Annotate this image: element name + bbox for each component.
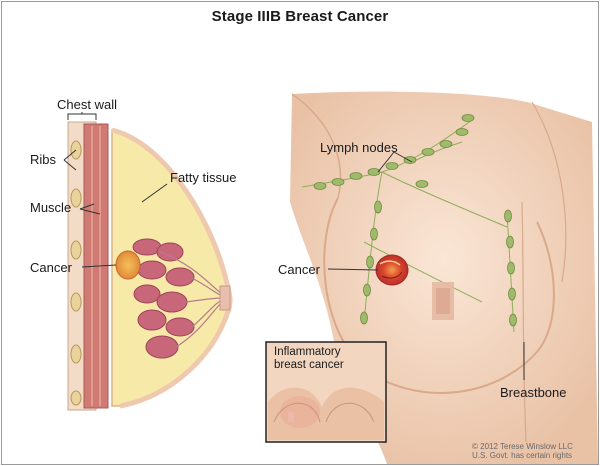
label-muscle: Muscle <box>30 200 72 215</box>
nipple-front-inner <box>436 288 450 314</box>
label-cancer-side: Cancer <box>30 260 72 275</box>
lobules <box>132 238 195 359</box>
inset-caption-line2: breast cancer <box>274 359 344 371</box>
front-tumor <box>375 254 409 286</box>
figure-title: Stage IIIB Breast Cancer <box>211 8 389 25</box>
nipple-side <box>219 285 231 311</box>
lymph-nodes-leader <box>377 151 395 173</box>
breast-contour <box>323 197 555 394</box>
label-fatty-tissue: Fatty tissue <box>170 170 237 185</box>
lymph-vessels <box>301 119 515 333</box>
label-ribs: Ribs <box>30 152 57 167</box>
label-lymph-nodes: Lymph nodes <box>320 140 398 155</box>
cancer-front-leader <box>327 268 379 271</box>
muscle-leader <box>79 203 95 210</box>
inset-caption-line1: Inflammatory <box>274 346 341 358</box>
fatty-tissue-leader <box>141 183 168 203</box>
label-cancer-front: Cancer <box>278 262 320 277</box>
copyright-notice: © 2012 Terese Winslow LLC U.S. Govt. has… <box>472 442 573 460</box>
inset-caption: Inflammatory breast cancer <box>274 346 344 372</box>
inset-breast-left <box>273 402 321 423</box>
label-breastbone: Breastbone <box>500 385 567 400</box>
chest-right-edge <box>531 101 567 283</box>
label-chest-wall: Chest wall <box>57 97 117 112</box>
milk-ducts <box>159 251 223 348</box>
copyright-line2: U.S. Govt. has certain rights <box>472 451 573 460</box>
copyright-line1: © 2012 Terese Winslow LLC <box>472 442 573 451</box>
inset-nipple <box>288 412 294 422</box>
shoulder-line <box>291 93 342 199</box>
inset-breast-right <box>325 402 375 423</box>
lymph-nodes-leader <box>393 151 413 163</box>
ribs-leader <box>63 149 77 161</box>
rib-ovals <box>70 140 82 406</box>
sternum-line <box>521 201 527 443</box>
inset-redness <box>280 396 320 428</box>
side-view-diagram <box>63 112 233 411</box>
inset-torso <box>268 387 384 440</box>
chest-wall-bracket <box>67 113 97 120</box>
inset-diagram <box>265 341 387 443</box>
side-tumor <box>115 250 141 280</box>
cancer-side-leader <box>81 264 117 268</box>
lymph-nodes <box>313 114 517 327</box>
muscle-leader <box>79 208 101 215</box>
ribs-leader <box>63 159 77 171</box>
